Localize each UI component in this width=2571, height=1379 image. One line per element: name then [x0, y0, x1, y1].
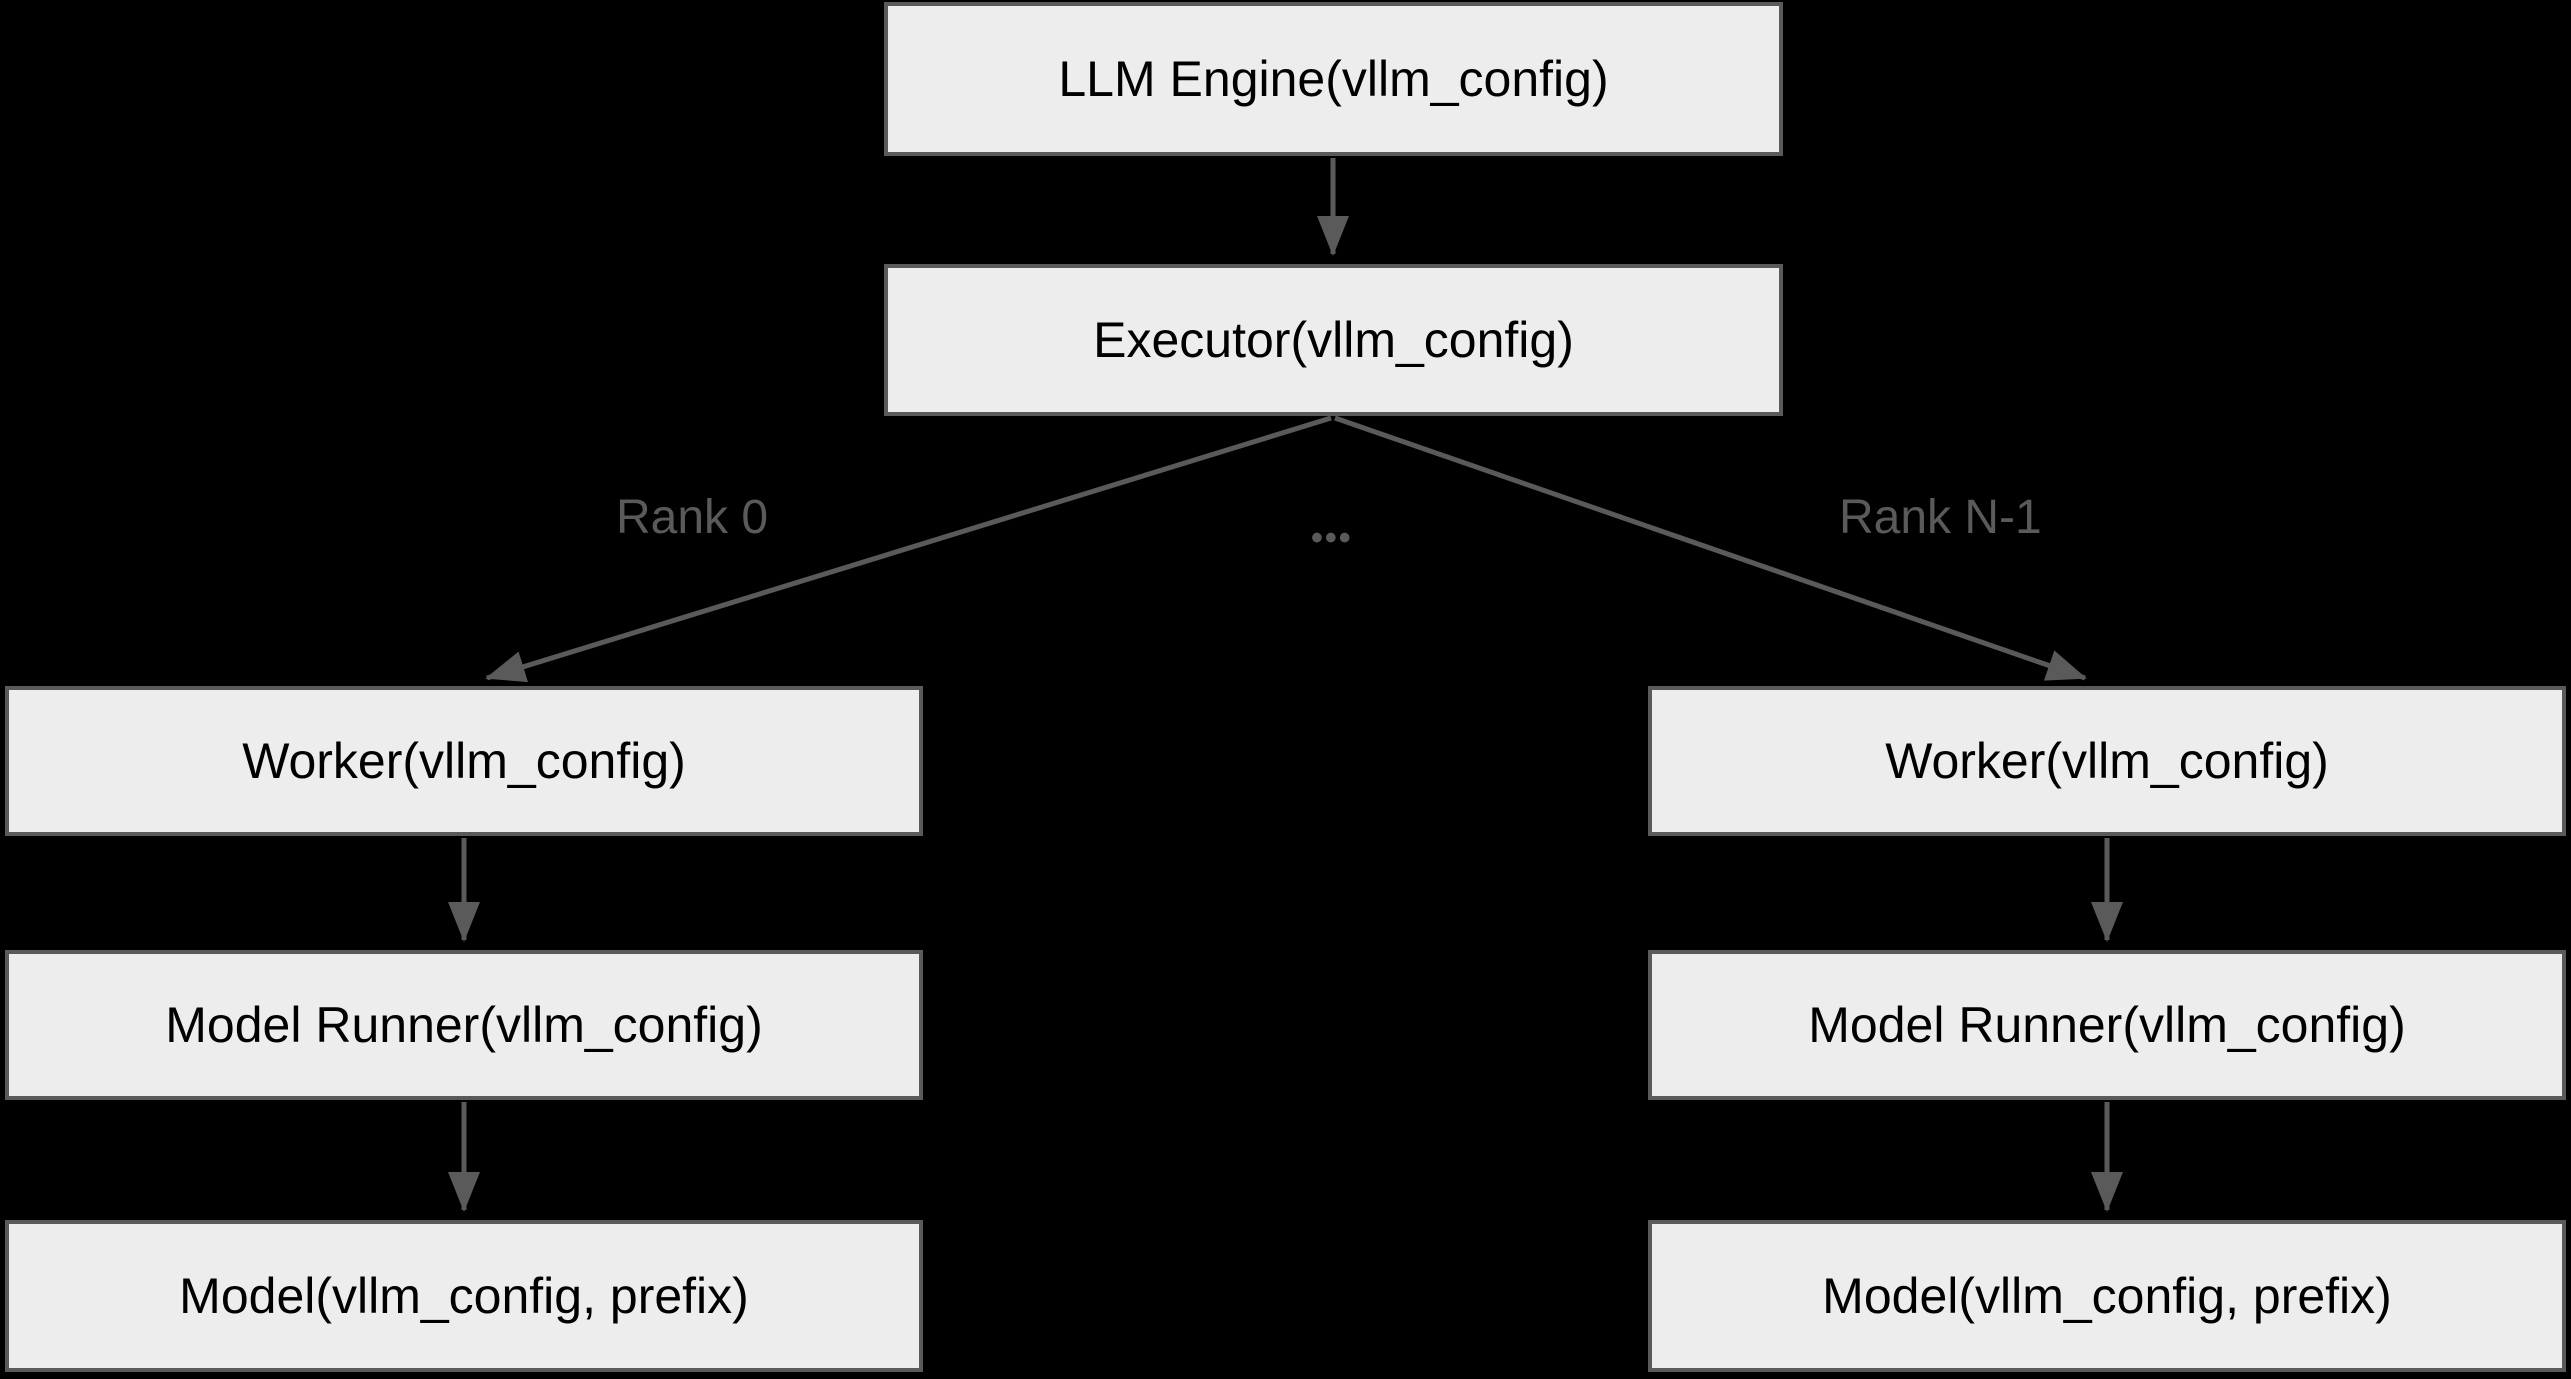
- node-model-runner-rankn[interactable]: Model Runner(vllm_config): [1648, 950, 2566, 1100]
- node-model-rank0[interactable]: Model(vllm_config, prefix): [5, 1220, 923, 1372]
- edge-label-rank-n-1: Rank N-1: [1839, 491, 2042, 544]
- node-worker-rankn[interactable]: Worker(vllm_config): [1648, 686, 2566, 836]
- node-model-rankn[interactable]: Model(vllm_config, prefix): [1648, 1220, 2566, 1372]
- node-worker-rankn-label: Worker(vllm_config): [1885, 733, 2329, 789]
- node-model-runner-rank0[interactable]: Model Runner(vllm_config): [5, 950, 923, 1100]
- node-executor[interactable]: Executor(vllm_config): [884, 264, 1783, 416]
- edge-label-ellipsis: •••: [1311, 519, 1353, 557]
- node-llm-engine-label: LLM Engine(vllm_config): [1058, 51, 1609, 107]
- node-model-rankn-label: Model(vllm_config, prefix): [1822, 1268, 2392, 1324]
- node-llm-engine[interactable]: LLM Engine(vllm_config): [884, 2, 1783, 156]
- edge-executor-to-worker-rankn: [1334, 415, 2087, 681]
- node-worker-rank0[interactable]: Worker(vllm_config): [5, 686, 923, 836]
- node-executor-label: Executor(vllm_config): [1093, 312, 1574, 368]
- node-worker-rank0-label: Worker(vllm_config): [242, 733, 686, 789]
- node-model-runner-rankn-label: Model Runner(vllm_config): [1808, 997, 2406, 1053]
- node-model-rank0-label: Model(vllm_config, prefix): [179, 1268, 749, 1324]
- edge-executor-to-worker-rank0: [485, 415, 1332, 683]
- node-model-runner-rank0-label: Model Runner(vllm_config): [165, 997, 763, 1053]
- edge-label-rank-0: Rank 0: [616, 491, 769, 544]
